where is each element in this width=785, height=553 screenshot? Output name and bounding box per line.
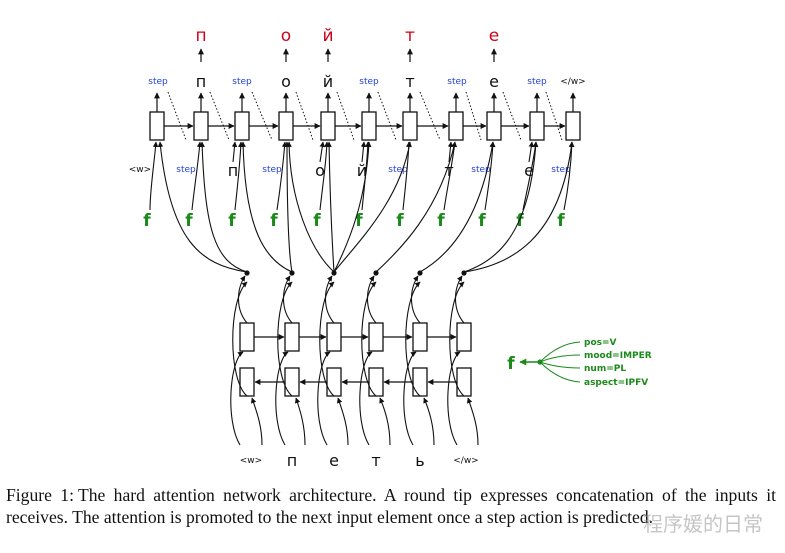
feature-f: f [396, 211, 404, 231]
input-char: е [524, 161, 534, 180]
caption-text: The hard attention network architecture.… [6, 485, 776, 527]
feature-f: f [185, 211, 193, 231]
feature-f: f [355, 211, 363, 231]
step-label: step [388, 165, 408, 175]
feature-arrows [149, 141, 575, 211]
attention-curves [157, 141, 575, 273]
legend-feature: mood=IMPER [584, 351, 652, 361]
feature-f: f [557, 211, 565, 231]
feature-symbols: f f f f f f f f f f f [143, 211, 565, 231]
input-char: п [228, 161, 238, 180]
start-token: <w> [240, 456, 262, 466]
input-char: о [315, 161, 325, 180]
step-label: step [447, 77, 467, 87]
input-char: е [329, 451, 339, 470]
output-arrows [198, 48, 497, 62]
caption-label: Figure 1: [6, 485, 74, 505]
figure-caption: Figure 1:The hard attention network arch… [6, 484, 776, 528]
decoder-bottom-labels: <w> step п step о й step т step е step [129, 161, 571, 180]
feature-f: f [516, 211, 524, 231]
feature-f: f [478, 211, 486, 231]
feature-f: f [437, 211, 445, 231]
end-token: </w> [560, 77, 585, 87]
step-label: step [176, 165, 196, 175]
feature-f: f [270, 211, 278, 231]
step-label: step [527, 77, 547, 87]
feature-f: f [143, 211, 151, 231]
predicted-char: й [323, 72, 333, 91]
input-char: ь [415, 451, 424, 470]
feature-legend: f pos=V mood=IMPER num=PL aspect=IPFV [507, 338, 651, 388]
input-char: п [287, 451, 297, 470]
concat-nodes [244, 270, 467, 276]
step-label: step [262, 165, 282, 175]
output-char: й [322, 26, 333, 46]
start-token: <w> [129, 165, 151, 175]
step-label: step [551, 165, 571, 175]
predicted-char: т [405, 72, 414, 91]
predicted-char: е [489, 72, 499, 91]
legend-feature: aspect=IPFV [584, 378, 648, 388]
legend-feature: pos=V [584, 338, 617, 348]
decoder-top-labels: step п step о й step т step е step </w> [148, 72, 585, 91]
encoder-recurrence [254, 334, 457, 385]
predicted-char: п [196, 72, 206, 91]
encoder-links [230, 275, 479, 446]
legend-feature: num=PL [584, 364, 626, 374]
step-dotted-links [167, 91, 563, 141]
input-char: т [444, 161, 453, 180]
feature-f: f [313, 211, 321, 231]
output-char: е [489, 26, 499, 46]
step-label: step [471, 165, 491, 175]
step-label: step [148, 77, 168, 87]
feature-f: f [228, 211, 236, 231]
output-char: о [281, 26, 291, 46]
legend-feature-symbol: f [507, 354, 515, 374]
decoder-input-arrows [231, 141, 534, 163]
decoder-recurrence [154, 92, 576, 129]
predicted-char: о [281, 72, 291, 91]
input-char: й [357, 161, 367, 180]
step-label: step [359, 77, 379, 87]
output-char: п [195, 26, 206, 46]
decoder-outputs: п о й т е [195, 26, 499, 46]
input-char: т [371, 451, 380, 470]
watermark: 程序媛的日常 [643, 512, 763, 536]
step-label: step [232, 77, 252, 87]
output-char: т [405, 26, 415, 46]
end-token: </w> [453, 456, 478, 466]
encoder-inputs: <w> п е т ь </w> [240, 451, 479, 470]
